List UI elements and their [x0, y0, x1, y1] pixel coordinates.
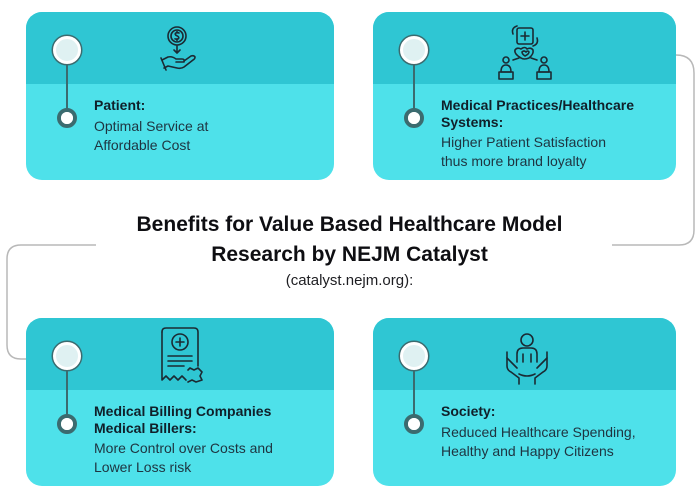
card-medical-billing-desc-line: Lower Loss risk: [94, 459, 192, 475]
dollar-hand-icon: [160, 26, 196, 71]
card-patient: Patient: Optimal Service at Affordable C…: [26, 12, 334, 180]
card-medical-practices-desc-line: thus more brand loyalty: [441, 153, 587, 169]
card-medical-billing-desc-line: More Control over Costs and: [94, 440, 273, 456]
circle-marker: [400, 36, 428, 64]
diagram-title-line: Research by NEJM Catalyst: [211, 243, 488, 266]
card-medical-practices-heading: Medical Practices/Healthcare: [441, 97, 634, 113]
card-patient-desc-line: Affordable Cost: [94, 137, 191, 153]
card-society-heading: Society:: [441, 403, 496, 419]
card-medical-practices-heading: Systems:: [441, 114, 504, 130]
dot-marker: [57, 108, 77, 128]
dot-marker: [404, 414, 424, 434]
card-patient-heading: Patient:: [94, 97, 146, 113]
card-society-desc-line: Healthy and Happy Citizens: [441, 443, 614, 459]
card-patient-desc-line: Optimal Service at: [94, 118, 209, 134]
circle-marker: [53, 36, 81, 64]
dot-marker: [57, 414, 77, 434]
dot-marker: [404, 108, 424, 128]
diagram-title-line: Benefits for Value Based Healthcare Mode…: [136, 213, 563, 236]
person-care-icon: [506, 333, 548, 385]
circle-marker: [400, 342, 428, 370]
healthcare-network-icon: [498, 25, 552, 80]
diagram-subtitle: (catalyst.nejm.org):: [285, 272, 414, 289]
circle-marker: [53, 342, 81, 370]
medical-bill-icon: [161, 327, 203, 383]
card-medical-practices-desc-line: Higher Patient Satisfaction: [441, 134, 606, 150]
card-medical-billing-heading: Medical Billing Companies: [94, 403, 272, 419]
card-medical-billing-heading: Medical Billers:: [94, 420, 197, 436]
card-medical-billing: Medical Billing Companies Medical Biller…: [26, 318, 334, 486]
diagram-title: Benefits for Value Based Healthcare Mode…: [90, 210, 609, 270]
card-society: Society: Reduced Healthcare Spending, He…: [373, 318, 676, 486]
card-medical-practices: Medical Practices/Healthcare Systems: Hi…: [373, 12, 676, 180]
card-society-desc-line: Reduced Healthcare Spending,: [441, 424, 636, 440]
